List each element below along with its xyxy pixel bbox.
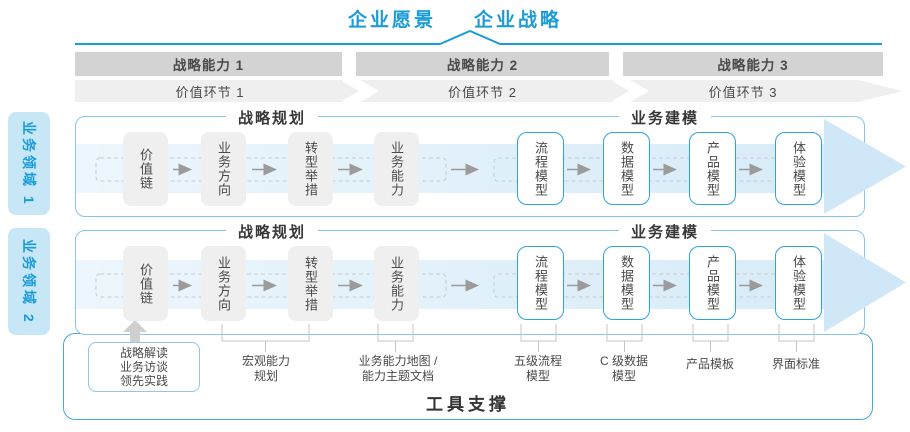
box-product-model: 产品模型 [689, 132, 736, 205]
box-process-model: 流程模型 [517, 132, 564, 205]
capability-bar-2: 战略能力 2 [356, 52, 609, 76]
box-value-chain: 价值链 [123, 246, 168, 321]
box-value-chain: 价值链 [123, 132, 168, 206]
box-business-capability: 业务能力 [374, 132, 419, 206]
big-right-arrow-icon [824, 119, 906, 214]
note-ui-standard: 界面标准 [771, 357, 820, 371]
value-chain-sources-callout: 战略解读 业务访谈 领先实践 [88, 342, 200, 392]
box-transformation: 转型举措 [288, 132, 333, 206]
note-capability-map: 业务能力地图 / 能力主题文档 [358, 354, 438, 383]
box-business-direction: 业务方向 [201, 132, 246, 206]
tools-support-title: 工具支撑 [426, 395, 510, 414]
value-link-3: 价值环节 3 [623, 80, 863, 102]
box-business-direction: 业务方向 [201, 246, 246, 321]
business-domain-1-tag: 业务领域 1 [8, 112, 50, 215]
section-title-strategic-planning: 战略规划 [225, 221, 319, 242]
capability-bar-3: 战略能力 3 [623, 52, 883, 76]
big-right-arrow-icon [824, 233, 906, 332]
section-title-business-modeling: 业务建模 [618, 107, 712, 128]
value-link-1: 价值环节 1 [75, 80, 345, 102]
section-title-strategic-planning: 战略规划 [225, 107, 319, 128]
chevron-divider-icon [612, 72, 649, 110]
capability-bar-1: 战略能力 1 [75, 52, 342, 76]
box-experience-model: 体验模型 [775, 246, 822, 320]
box-transformation: 转型举措 [288, 246, 333, 321]
page-title: 企业愿景 企业战略 [0, 5, 910, 32]
note-macro-capability: 宏观能力 规划 [241, 354, 290, 383]
note-process-model: 五级流程 模型 [513, 354, 562, 383]
note-product-template: 产品模板 [685, 357, 734, 371]
capability-bar-3-label: 战略能力 3 [717, 58, 789, 73]
note-data-model: C 级数据 模型 [599, 354, 648, 383]
up-arrow-icon [123, 320, 147, 342]
value-link-2-label: 价值环节 2 [448, 84, 517, 100]
box-product-model: 产品模型 [689, 246, 736, 320]
business-domain-1-label: 业务领域 1 [21, 120, 37, 207]
section-title-business-modeling: 业务建模 [618, 221, 712, 242]
value-link-2: 价值环节 2 [356, 80, 609, 102]
box-experience-model: 体验模型 [775, 132, 822, 205]
capability-bar-1-label: 战略能力 1 [172, 58, 245, 73]
header-rule-peak-line [75, 29, 882, 45]
box-business-capability: 业务能力 [374, 246, 419, 321]
strategy-title: 企业战略 [474, 10, 563, 31]
business-domain-2-tag: 业务领域 2 [8, 228, 50, 335]
value-chain-ribbon [75, 72, 903, 110]
capability-bar-2-label: 战略能力 2 [446, 58, 519, 73]
vision-title: 企业愿景 [347, 10, 436, 31]
box-data-model: 数据模型 [603, 132, 650, 205]
box-data-model: 数据模型 [603, 246, 650, 320]
value-link-1-label: 价值环节 1 [175, 84, 245, 100]
domain-2-row-panel: 战略规划 业务建模 价值链 业务方向 转型举措 业务能力 流程模型 数据模型 产… [75, 221, 906, 335]
value-link-3-label: 价值环节 3 [708, 84, 778, 100]
box-process-model: 流程模型 [517, 246, 564, 320]
bracket-icons [221, 324, 815, 352]
domain-1-row-panel: 战略规划 业务建模 价值链 业务方向 转型举措 业务能力 流程模型 数据模型 产… [75, 107, 906, 217]
chevron-divider-icon [342, 72, 379, 110]
business-domain-2-label: 业务领域 2 [21, 238, 37, 325]
